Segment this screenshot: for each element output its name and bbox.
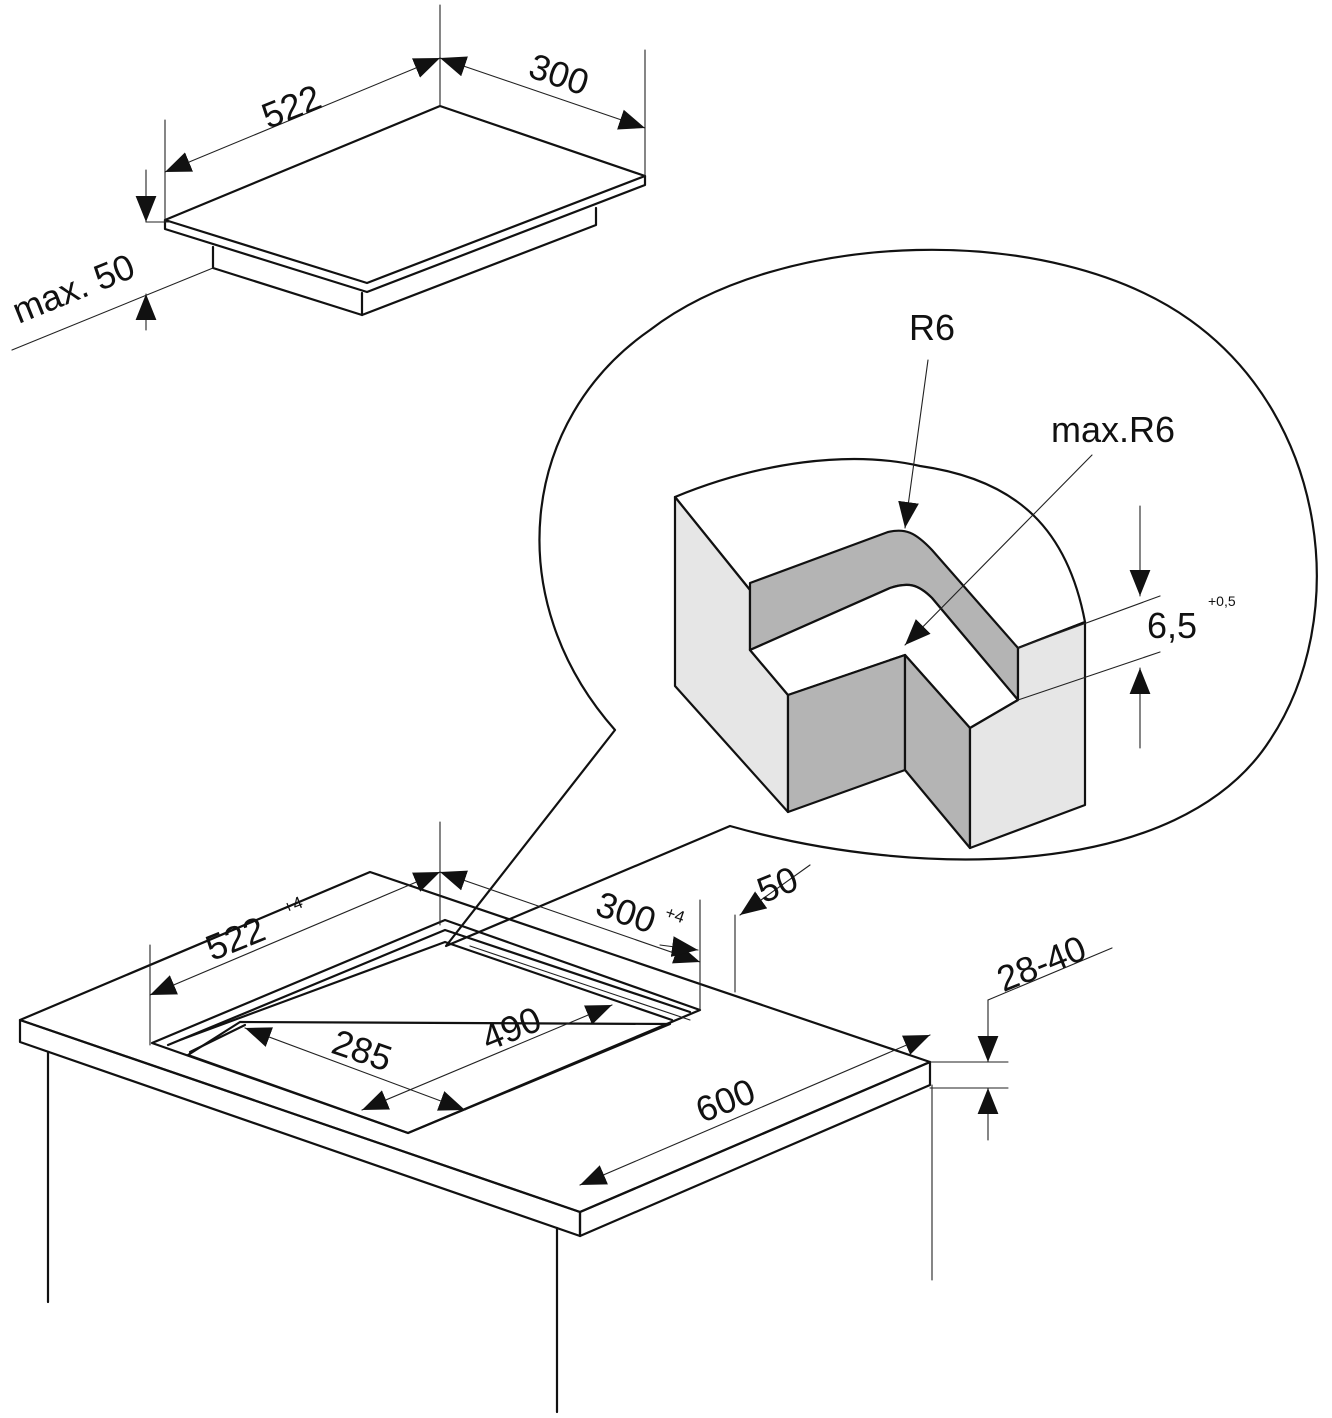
worktop-right-face: [578, 1060, 932, 1238]
corner-radius-annotation: R6: [898, 307, 955, 529]
edge-distance-dimension: 50: [659, 858, 811, 993]
hob-depth-dimension: 300: [439, 45, 646, 177]
cutout-width-tol: +4: [280, 893, 305, 918]
hob-body-front: [211, 245, 364, 317]
hob-width-dimension: 522: [164, 4, 441, 223]
cutout-inner-edge: [188, 1023, 247, 1054]
hob-glass-plate: [163, 104, 647, 294]
counter-depth-label: 600: [690, 1070, 761, 1131]
hob-body-side: [360, 206, 598, 317]
hob-height-dimension: max. 50: [6, 169, 214, 351]
counter-depth-dimension: 600: [579, 1034, 931, 1186]
max-radius-label: max.R6: [1051, 409, 1175, 450]
inner-depth-dimension: 285: [244, 1021, 466, 1111]
max-radius-annotation: max.R6: [904, 409, 1175, 646]
worktop-drawing: [18, 870, 933, 1414]
hob-height-label: max. 50: [6, 245, 140, 331]
cutout-depth-label: 300: [591, 883, 661, 941]
rebate-detail-block: [673, 457, 1087, 850]
cutout-width-dimension: 522 +4: [149, 821, 441, 1046]
corner-radius-label: R6: [909, 307, 955, 348]
inner-width-dimension: 490: [361, 998, 613, 1111]
cutout-inner-opening: [186, 1020, 672, 1135]
detail-callout-bubble: [444, 248, 1318, 948]
rebate-depth-dimension: 6,5 +0,5: [1017, 505, 1236, 749]
inner-width-label: 490: [476, 998, 547, 1059]
rebate-tolerance-label: +0,5: [1208, 593, 1236, 609]
hob-glass-edge: [163, 174, 647, 285]
inner-depth-label: 285: [327, 1021, 397, 1079]
rebate-depth-label: 6,5: [1147, 605, 1197, 646]
hob-width-label: 522: [256, 76, 327, 137]
worktop-thickness-dimension: 28-40: [929, 927, 1113, 1141]
cutout-rebate-inner: [178, 940, 674, 1042]
edge-distance-label: 50: [751, 858, 803, 911]
worktop-thickness-label: 28-40: [991, 927, 1092, 1000]
hob-drawing: [163, 104, 647, 317]
cutout-width-label: 522: [200, 908, 271, 969]
cutout-depth-tol: +4: [663, 903, 688, 927]
hob-depth-label: 300: [524, 45, 594, 103]
